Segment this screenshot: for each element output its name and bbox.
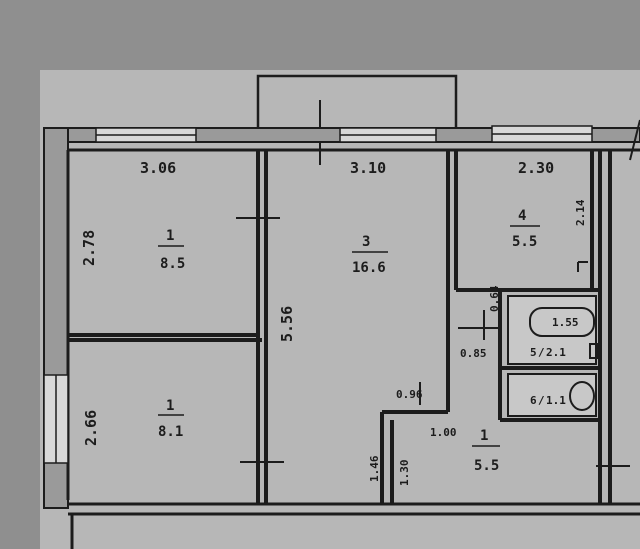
bathroom-number: 5 <box>530 346 537 359</box>
dim-kitchen-height: 2.14 <box>574 199 587 226</box>
room-top-left-area: 8.5 <box>160 256 185 272</box>
bathroom-sep: / <box>538 346 545 359</box>
dim-room-left-top-width: 3.06 <box>140 159 176 177</box>
dim-room-center-width: 3.10 <box>350 159 386 177</box>
bathroom-area: 2.1 <box>546 346 566 359</box>
window-left <box>43 374 69 464</box>
dim-hall-door-a: 0.96 <box>396 388 423 401</box>
kitchen-area: 5.5 <box>512 234 537 250</box>
toilet-sep: / <box>538 394 545 407</box>
dim-room-left-bottom-height: 2.66 <box>82 410 100 446</box>
dim-bath-tub: 1.55 <box>552 316 579 329</box>
room-center-number: 3 <box>362 234 370 250</box>
room-center-area: 16.6 <box>352 260 386 276</box>
kitchen-number: 4 <box>518 208 526 224</box>
toilet-area: 1.1 <box>546 394 566 407</box>
dim-corridor-a: 1.46 <box>368 455 381 482</box>
bathroom-fixtures <box>507 295 599 417</box>
dim-hall-door-b: 1.00 <box>430 426 457 439</box>
dim-corridor-b: 1.30 <box>398 460 411 487</box>
toilet-number: 6 <box>530 394 537 407</box>
room-bottom-left-number: 1 <box>166 398 174 414</box>
room-bottom-left-area: 8.1 <box>158 424 183 440</box>
room-top-left-number: 1 <box>166 228 174 244</box>
edge-mark <box>629 119 640 161</box>
interior-walls <box>68 150 612 504</box>
dimension-labels: 3.06 3.10 2.30 2.78 2.66 5.56 2.14 1.55 … <box>80 159 587 486</box>
dim-room-center-height: 5.56 <box>278 306 296 342</box>
dim-kitchen-width: 2.30 <box>518 159 554 177</box>
bottom-wall <box>68 502 640 549</box>
dim-toilet-depth: 0.64 <box>488 285 501 312</box>
dim-toilet-width: 0.85 <box>460 347 487 360</box>
hall-number: 1 <box>480 428 488 444</box>
small-passage <box>458 310 500 340</box>
dim-room-left-top-height: 2.78 <box>80 230 98 266</box>
room-labels: 1 8.5 1 8.1 3 16.6 4 5.5 1 5.5 5 / 2.1 6… <box>158 208 566 474</box>
hall-area: 5.5 <box>474 458 499 474</box>
windows-top <box>95 125 593 143</box>
tick-marks <box>236 217 630 467</box>
